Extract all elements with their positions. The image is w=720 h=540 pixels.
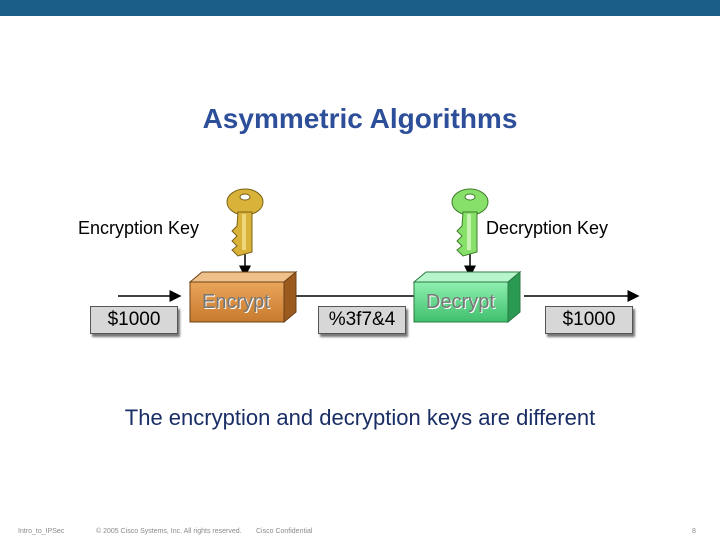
- encrypt-block: [188, 270, 298, 324]
- caption: The encryption and decryption keys are d…: [124, 405, 596, 430]
- decryption-key-label: Decryption Key: [486, 218, 609, 238]
- decrypt-label: Decrypt: [426, 291, 495, 313]
- ciphertext-box: %3f7&4: [318, 306, 406, 334]
- plaintext-output-box: $1000: [545, 306, 633, 334]
- encryption-key-icon: [226, 188, 264, 257]
- decrypt-block: [412, 270, 522, 324]
- footer-copyright: © 2005 Cisco Systems, Inc. All rights re…: [96, 528, 242, 535]
- footer-deck-name: Intro_to_IPSec: [18, 528, 65, 535]
- slide-title: Asymmetric Algorithms: [202, 103, 518, 134]
- footer-confidential: Cisco Confidential: [256, 528, 313, 535]
- decryption-key-icon: [451, 188, 489, 257]
- encrypt-label: Encrypt: [202, 291, 270, 313]
- encryption-key-label: Encryption Key: [78, 218, 200, 238]
- top-bar: [0, 0, 720, 16]
- plaintext-input-box: $1000: [90, 306, 178, 334]
- footer-page-number: 8: [692, 528, 696, 535]
